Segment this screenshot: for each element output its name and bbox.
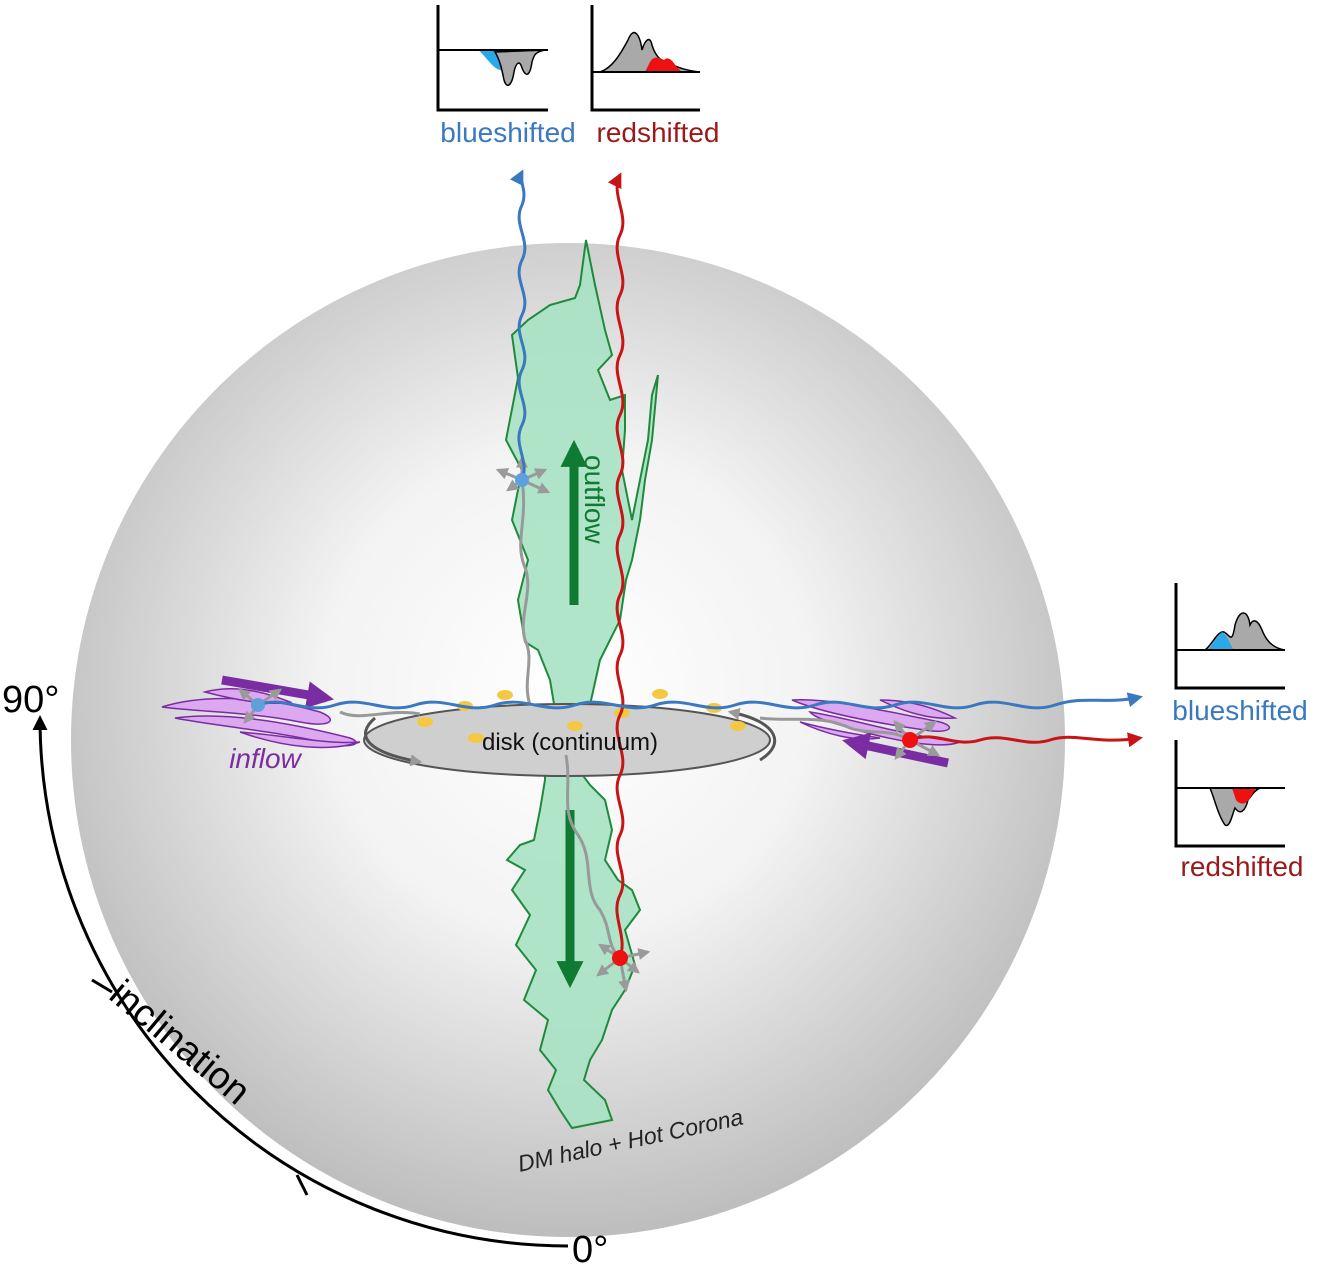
disk-star-clusters: [417, 689, 746, 743]
blue-ray-vertical: [509, 169, 527, 481]
red-ray-vertical: [607, 172, 625, 959]
spectrum-right-redshifted: [1174, 740, 1285, 848]
red-ray-horizontal: [909, 732, 1143, 748]
blue-emission-point-left: [251, 698, 265, 712]
red-emission-point-right: [902, 732, 918, 748]
label-inflow: inflow: [229, 743, 302, 774]
label-disk: disk (continuum): [482, 729, 658, 756]
label-blueshifted-top: blueshifted: [440, 117, 575, 148]
label-redshifted-right: redshifted: [1181, 851, 1304, 882]
label-redshifted-top: redshifted: [597, 117, 720, 148]
disk-rotation-arrow-left: [364, 716, 423, 767]
inclination-tick-60: [91, 978, 113, 994]
blue-emission-point-top: [515, 473, 529, 487]
label-0-degrees: 0°: [572, 1229, 608, 1271]
blue-ray-horizontal: [257, 692, 1143, 710]
inclination-tick-30: [295, 1174, 309, 1196]
red-emission-point-bottom: [612, 950, 628, 966]
inclination-arc: [32, 715, 569, 1248]
label-blueshifted-right: blueshifted: [1172, 695, 1307, 726]
spectrum-top-redshifted: [590, 5, 701, 112]
disk-rotation-arrow-right: [727, 708, 777, 762]
label-outflow: outflow: [579, 455, 610, 544]
label-90-degrees: 90°: [2, 679, 59, 721]
spectrum-right-blueshifted: [1174, 583, 1286, 690]
spectrum-top-blueshifted: [436, 5, 548, 112]
